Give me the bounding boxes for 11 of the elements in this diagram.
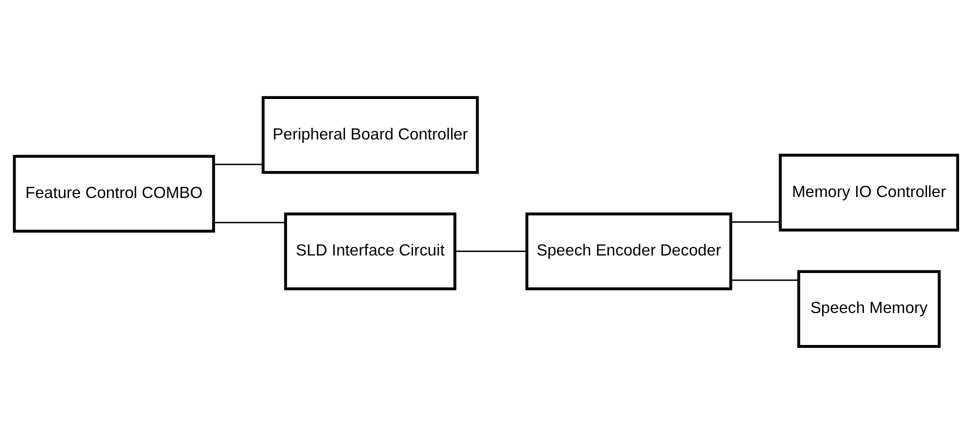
node-box: Speech Memory	[796, 270, 940, 348]
node-box: Feature Control COMBO	[12, 154, 215, 232]
connector	[213, 163, 263, 165]
connector	[213, 221, 285, 223]
node-box: Memory IO Controller	[778, 153, 959, 231]
connector	[454, 250, 526, 252]
node-box: SLD Interface Circuit	[284, 212, 456, 290]
node-box: Speech Encoder Decoder	[524, 212, 732, 290]
connector	[730, 278, 798, 280]
node-box: Peripheral Board Controller	[261, 96, 478, 174]
connector	[730, 220, 780, 222]
